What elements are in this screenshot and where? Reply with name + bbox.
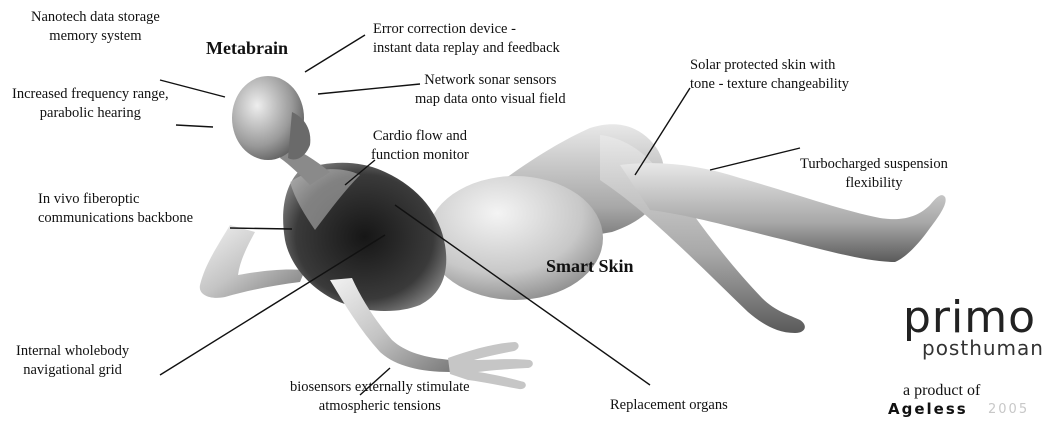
label-network-sonar: Network sonar sensors map data onto visu… <box>415 71 566 109</box>
label-nanotech-line-1: Nanotech data storage <box>31 8 160 27</box>
label-error-correction-line-1: Error correction device - <box>373 20 560 39</box>
label-biosensors-line-2: atmospheric tensions <box>290 397 470 416</box>
leader-error-correction <box>305 35 365 72</box>
brand-product-of: a product of <box>903 382 980 400</box>
label-nanotech-storage: Nanotech data storage memory system <box>31 8 160 46</box>
label-biosensors: biosensors externally stimulate atmosphe… <box>290 378 470 416</box>
brand-primo-logo: primo <box>903 296 1036 340</box>
label-solar-skin-line-2: tone - texture changeability <box>690 75 849 94</box>
label-fiberoptic-backbone: In vivo fiberoptic communications backbo… <box>38 190 193 228</box>
label-navigational-line-2: navigational grid <box>16 361 129 380</box>
label-nanotech-line-2: memory system <box>31 27 160 46</box>
label-parabolic-hearing: Increased frequency range, parabolic hea… <box>12 85 169 123</box>
label-navigational-line-1: Internal wholebody <box>16 342 129 361</box>
label-fiberoptic-line-1: In vivo fiberoptic <box>38 190 193 209</box>
label-suspension-line-1: Turbocharged suspension <box>800 155 948 174</box>
leader-nanotech <box>160 80 225 97</box>
leader-network-sonar <box>318 84 420 94</box>
label-navigational-grid: Internal wholebody navigational grid <box>16 342 129 380</box>
label-biosensors-line-1: biosensors externally stimulate <box>290 378 470 397</box>
label-hearing-line-1: Increased frequency range, <box>12 85 169 104</box>
label-error-correction: Error correction device - instant data r… <box>373 20 560 58</box>
leader-suspension <box>710 148 800 170</box>
leader-hearing <box>176 125 213 127</box>
leader-fiberoptic <box>230 228 292 229</box>
brand-posthuman-logo: posthuman <box>922 336 1044 360</box>
label-hearing-line-2: parabolic hearing <box>12 104 169 123</box>
label-smart-skin: Smart Skin <box>546 256 634 277</box>
figure-body <box>200 76 946 389</box>
label-metabrain: Metabrain <box>206 38 288 59</box>
label-solar-skin-line-1: Solar protected skin with <box>690 56 849 75</box>
label-cardio-line-1: Cardio flow and <box>371 127 469 146</box>
label-solar-skin: Solar protected skin with tone - texture… <box>690 56 849 94</box>
label-cardio-line-2: function monitor <box>371 146 469 165</box>
label-error-correction-line-2: instant data replay and feedback <box>373 39 560 58</box>
label-suspension: Turbocharged suspension flexibility <box>800 155 948 193</box>
label-network-sonar-line-1: Network sonar sensors <box>415 71 566 90</box>
label-replacement-organs: Replacement organs <box>610 396 728 415</box>
label-cardio-monitor: Cardio flow and function monitor <box>371 127 469 165</box>
brand-year: 2005 <box>988 402 1029 417</box>
label-network-sonar-line-2: map data onto visual field <box>415 90 566 109</box>
brand-ageless: Ageless <box>888 400 968 418</box>
label-suspension-line-2: flexibility <box>800 174 948 193</box>
label-fiberoptic-line-2: communications backbone <box>38 209 193 228</box>
